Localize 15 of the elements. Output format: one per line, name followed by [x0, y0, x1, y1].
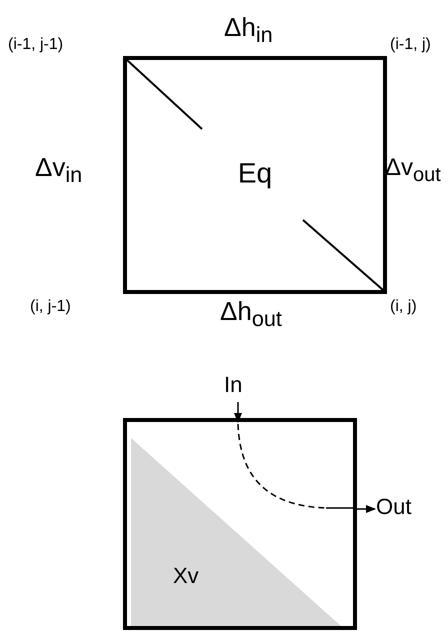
corner-index: (i, j)	[390, 298, 417, 316]
output-label: Out	[376, 494, 412, 520]
corner-index: (i, j-1)	[30, 298, 71, 316]
cell-label: Xv	[173, 563, 199, 589]
cell-label: Eq	[238, 157, 272, 190]
cell-square	[123, 418, 357, 630]
arrow	[357, 505, 376, 513]
flux-label: Δh$_{in}$	[224, 12, 273, 48]
arrow	[234, 402, 242, 423]
flux-label: Δh$_{out}$	[220, 296, 282, 332]
input-label: In	[224, 372, 242, 398]
flux-label: Δv$_{out}$	[385, 154, 441, 187]
flux-label: Δv$_{in}$	[35, 152, 82, 188]
corner-index: (i-1, j)	[390, 36, 431, 54]
corner-index: (i-1, j-1)	[8, 36, 64, 54]
